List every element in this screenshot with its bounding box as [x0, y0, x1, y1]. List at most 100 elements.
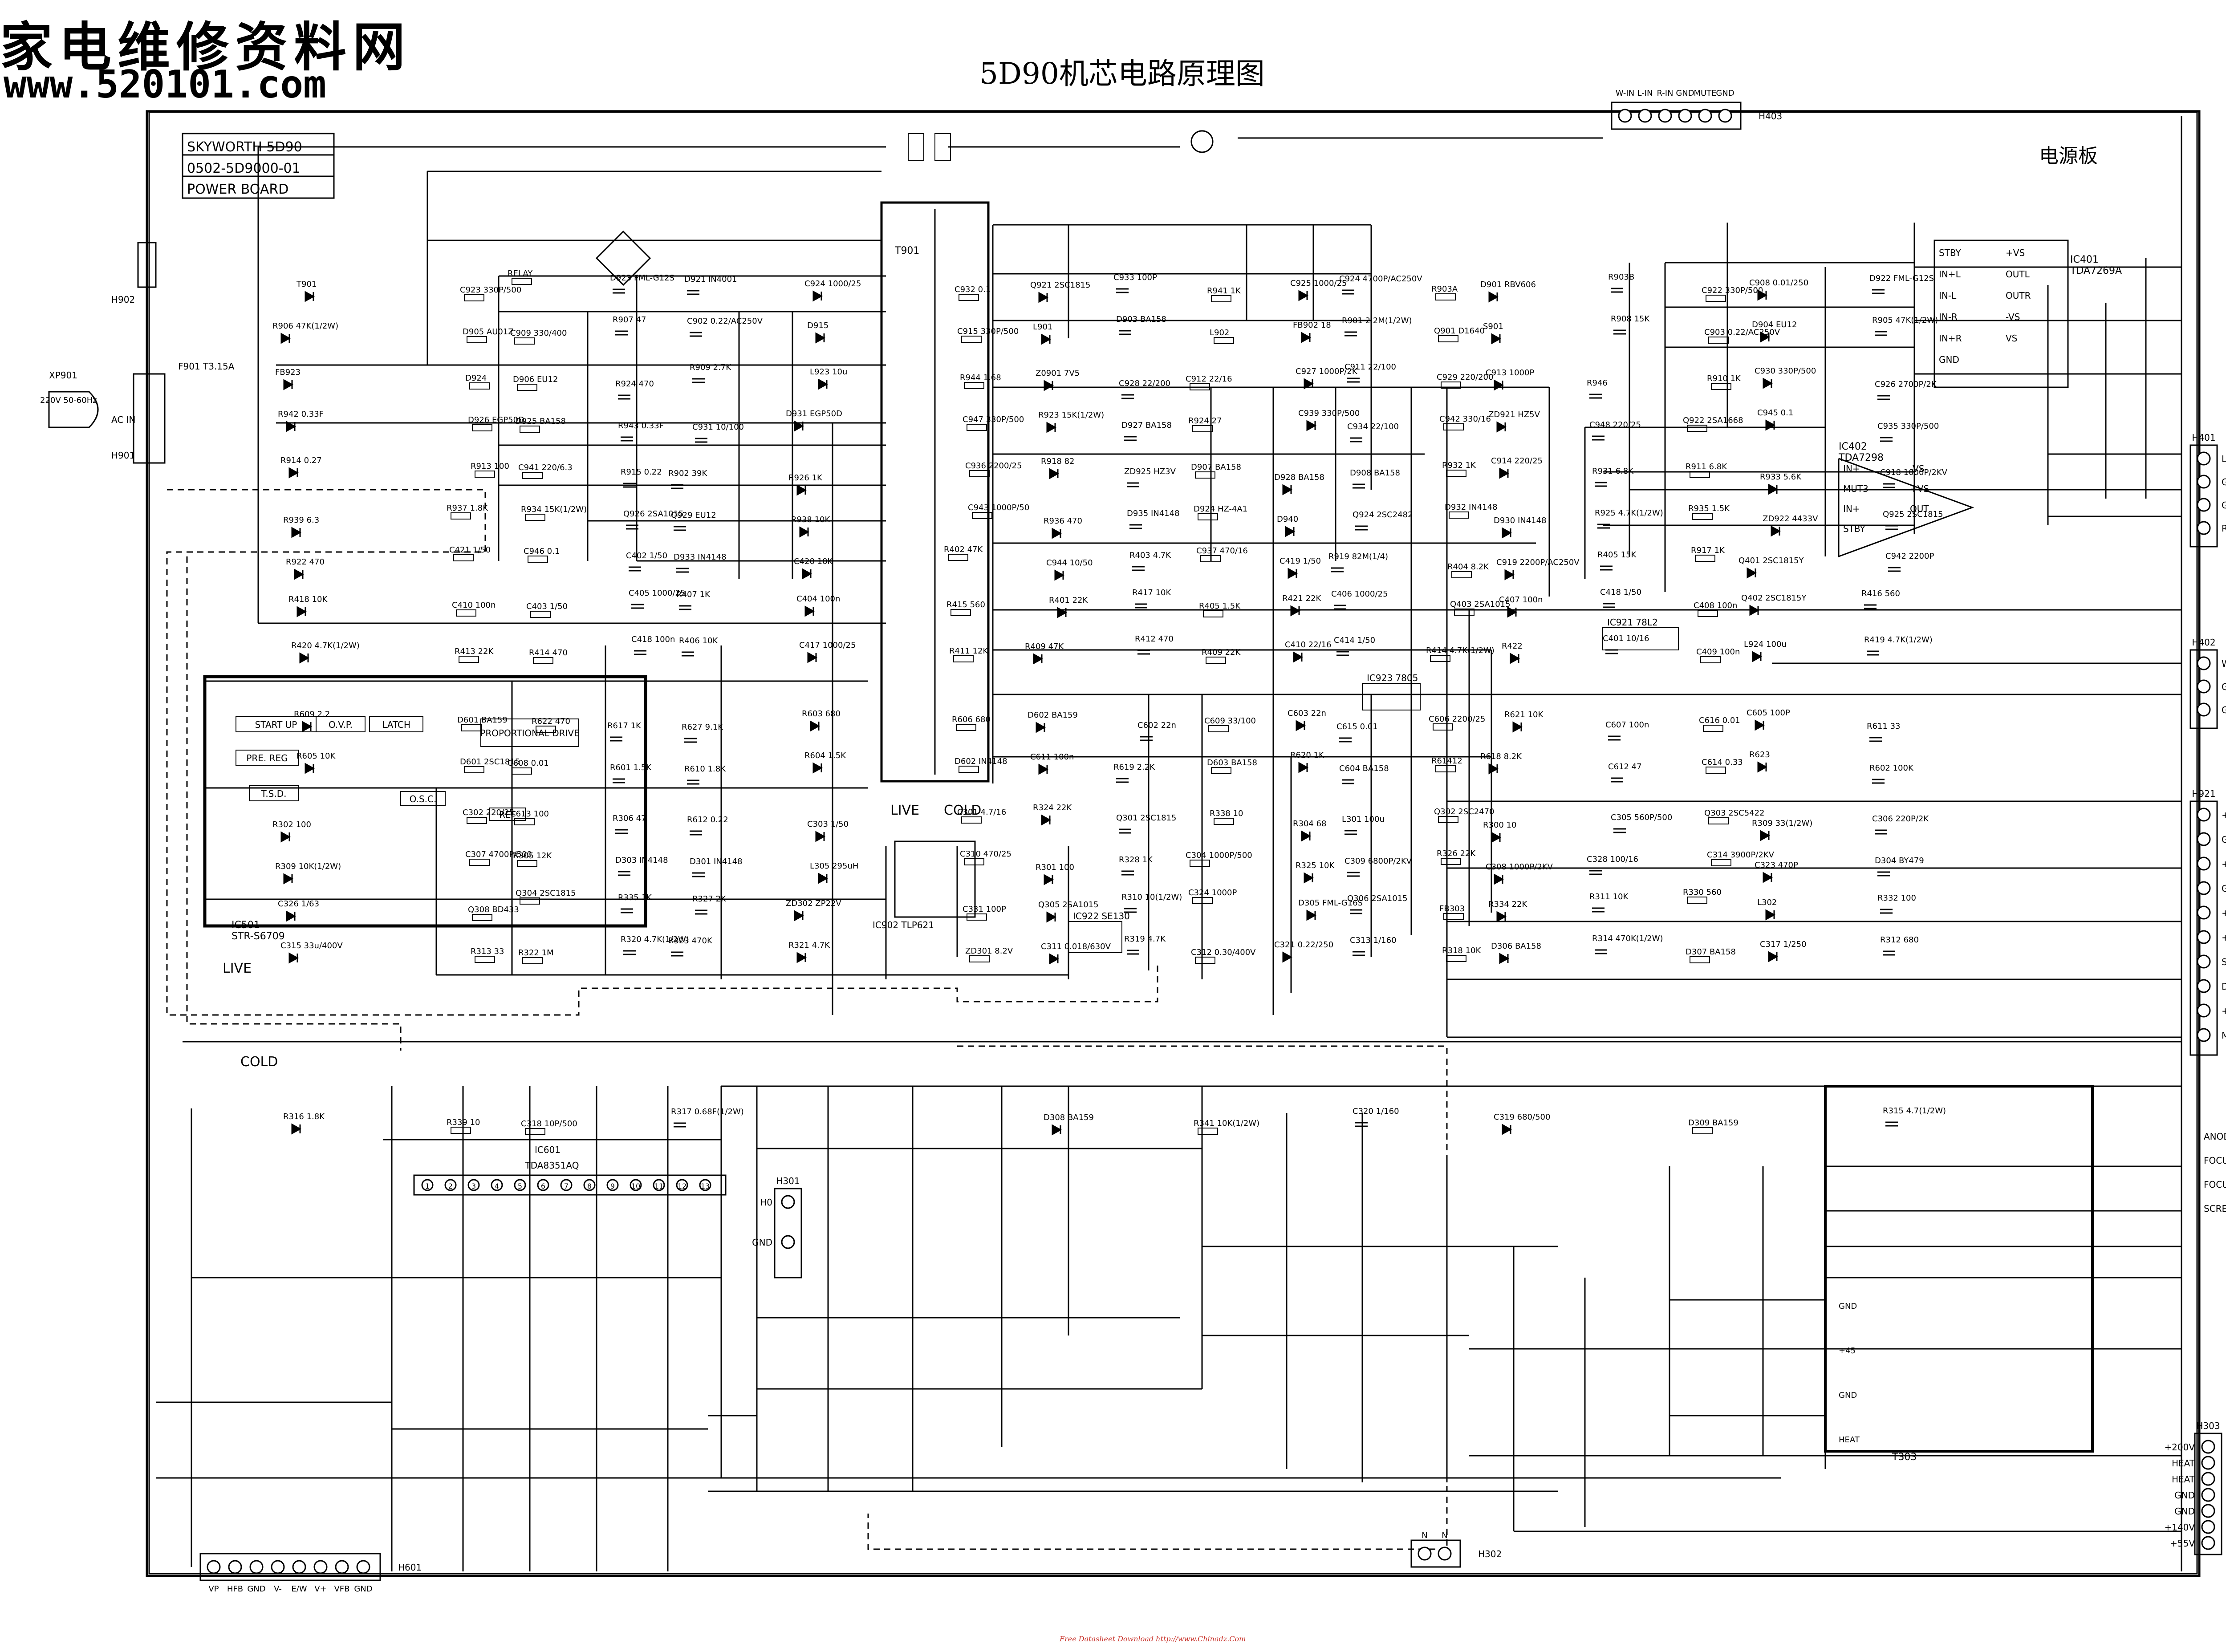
ic902-label: IC902 TLP621	[873, 920, 934, 930]
component-label-243: Q308 BD433	[468, 905, 519, 914]
resistor-3	[1211, 295, 1231, 302]
component-label-233: C323 470P	[1755, 861, 1798, 870]
resistor-255	[1195, 957, 1215, 964]
diode-257	[1499, 953, 1510, 964]
diode-221	[1494, 873, 1504, 885]
ic501-name: IC501	[232, 920, 260, 931]
diode-triangle	[1765, 909, 1776, 921]
component-label-53: C930 330P/500	[1755, 366, 1816, 376]
component-label-226: D303 IN4148	[615, 856, 668, 865]
component-label-242: C326 1/63	[278, 899, 319, 909]
fuse-label: F901 T3.15A	[178, 361, 235, 372]
resistor-204	[1708, 817, 1729, 824]
component-label-234: Q304 2SC1815	[516, 889, 576, 898]
ic501-part: STR-S6709	[232, 931, 285, 942]
component-label-23: S901	[1483, 322, 1503, 331]
diode-triangle	[1757, 761, 1768, 773]
component-label-148: C414 1/50	[1334, 636, 1375, 645]
capacitor-31	[1119, 330, 1131, 335]
connector-h401-label-0: L-OUT	[2222, 454, 2226, 464]
capacitor-88	[1595, 482, 1607, 487]
component-label-125: Q401 2SC1815Y	[1739, 556, 1804, 565]
ic501-block-7	[489, 808, 526, 821]
component-label-269: C317 1/250	[1760, 940, 1807, 949]
connector-h601-pin-1	[228, 1560, 242, 1574]
component-label-138: R415 560	[946, 600, 985, 609]
resistor-150	[1700, 656, 1721, 663]
capacitor-25	[1875, 331, 1887, 336]
component-label-63: D926 EGP50D	[468, 415, 524, 425]
connector-h303-pin-0	[2201, 1440, 2215, 1454]
component-label-19: C902 0.22/AC250V	[687, 317, 763, 326]
component-label-235: R327 2K	[692, 894, 727, 904]
component-label-29: D915	[807, 321, 829, 330]
component-label-219: C304 1000P/500	[1186, 851, 1252, 860]
capacitor-232	[1589, 870, 1602, 875]
component-label-212: R304 68	[1293, 819, 1327, 828]
component-label-33: Q901 D1640	[1434, 326, 1485, 336]
component-label-95: D930 IN4148	[1494, 516, 1547, 525]
ic601-pin-7	[560, 1179, 573, 1191]
component-label-197: R623	[1749, 750, 1770, 759]
component-label-73: R902 39K	[668, 469, 707, 478]
ic501-block	[203, 675, 647, 928]
resistor-225	[469, 859, 490, 866]
component-label-81: R913 100	[471, 462, 509, 471]
component-label-132: C408 100n	[1694, 601, 1737, 610]
capacitor-250	[1592, 907, 1605, 913]
diode-triangle	[288, 467, 299, 479]
diode-23	[1491, 333, 1502, 345]
diode-248	[1306, 909, 1317, 921]
capacitor-259	[1883, 950, 1895, 956]
ic601-pin-8	[583, 1179, 596, 1191]
component-label-210: C301 4.7/16	[957, 808, 1006, 817]
ic401-pin-5: GND	[1939, 354, 1959, 365]
component-label-146: R409 47K	[1025, 642, 1064, 651]
capacitor-181	[687, 779, 699, 785]
diode-triangle	[288, 952, 299, 964]
component-label-154: C418 100n	[631, 635, 675, 644]
capacitor-244	[621, 908, 633, 913]
diode-95	[1502, 527, 1512, 539]
diode-68	[1306, 420, 1317, 431]
resistor-132	[1698, 610, 1718, 617]
site-watermark-cn: 家电维修资料网	[0, 16, 412, 78]
component-label-196: C612 47	[1608, 762, 1642, 771]
diode-125	[1747, 567, 1757, 579]
ic601-pin-4	[491, 1179, 503, 1191]
connector-h601-pin-5	[313, 1560, 328, 1574]
diode-triangle	[1046, 422, 1057, 433]
component-label-31: D903 BA158	[1116, 315, 1166, 324]
diode-triangle	[1760, 331, 1771, 343]
resistor-66	[967, 424, 987, 431]
component-label-220: C309 6800P/2KV	[1345, 856, 1412, 866]
diode-128	[1057, 607, 1068, 618]
resistor-231	[1441, 858, 1461, 865]
diode-triangle	[1491, 832, 1502, 843]
component-label-1: D921 IN4001	[684, 275, 737, 284]
component-label-153: R413 22K	[455, 647, 494, 656]
connector-h921-pin-6	[2197, 954, 2211, 969]
fbt-tap-3: HEAT	[1839, 1435, 1860, 1445]
connector-h921-label-3: GND	[2222, 883, 2226, 894]
capacitor-178	[1608, 735, 1621, 741]
diode-275	[1502, 1124, 1512, 1135]
component-label-236: Q305 2SA1015	[1038, 900, 1099, 909]
connector-h303-pin-1	[2201, 1456, 2215, 1470]
capacitor-154	[634, 650, 646, 655]
component-label-207: C302 220/25	[463, 808, 514, 817]
ic401-pin-2: IN-L	[1939, 290, 1957, 301]
component-label-273: R341 10K(1/2W)	[1194, 1119, 1259, 1128]
diode-38	[1044, 380, 1054, 391]
diode-triangle	[1502, 1124, 1512, 1135]
diode-triangle	[1301, 332, 1312, 343]
diode-triangle	[1038, 292, 1049, 303]
component-label-178: C607 100n	[1605, 720, 1649, 730]
capacitor-268	[1595, 949, 1607, 954]
component-label-22: R901 2.2M(1/2W)	[1342, 316, 1412, 325]
diode-triangle	[283, 379, 294, 390]
diode-233	[1763, 872, 1773, 883]
diode-104	[1285, 526, 1296, 537]
resistor-216	[517, 860, 537, 867]
